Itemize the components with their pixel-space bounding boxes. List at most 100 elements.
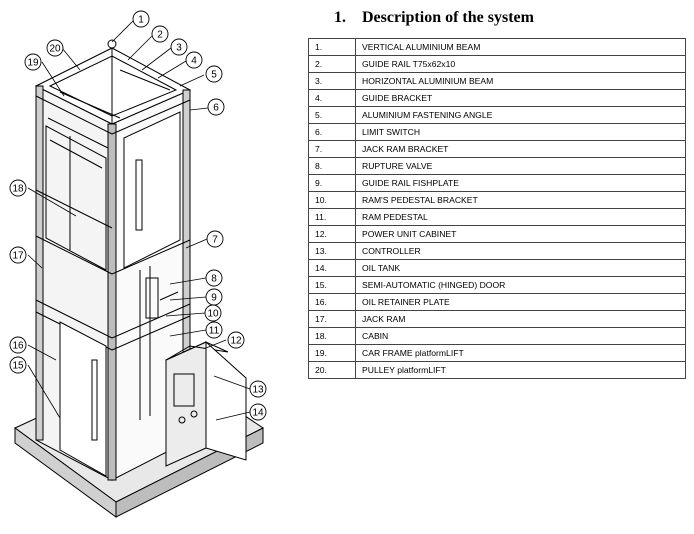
callout-circle	[132, 10, 150, 28]
table-row: 12.POWER UNIT CABINET	[308, 225, 686, 243]
callout-14: 14	[252, 408, 264, 419]
callout-17: 17	[12, 251, 24, 262]
callout-circle	[206, 230, 224, 248]
section-title: 1. Description of the system	[334, 9, 534, 27]
table-row: 6.LIMIT SWITCH	[308, 123, 686, 141]
part-number: 9.	[308, 174, 356, 192]
callout-8: 8	[211, 274, 217, 285]
callout-10: 10	[207, 309, 219, 320]
part-description: SEMI-AUTOMATIC (HINGED) DOOR	[355, 276, 686, 294]
callout-6: 6	[213, 103, 219, 114]
part-description: OIL RETAINER PLATE	[355, 293, 686, 311]
part-description: OIL TANK	[355, 259, 686, 277]
part-description: POWER UNIT CABINET	[355, 225, 686, 243]
callout-circle	[9, 246, 27, 264]
part-description: GUIDE RAIL T75x62x10	[355, 55, 686, 73]
callout-circle	[205, 321, 223, 339]
callout-circle	[249, 403, 267, 421]
callout-20: 20	[49, 44, 61, 55]
part-description: CAR FRAME platformLIFT	[355, 344, 686, 362]
callout-circle	[227, 331, 245, 349]
part-description: VERTICAL ALUMINIUM BEAM	[355, 38, 686, 56]
callout-2: 2	[157, 30, 163, 41]
callout-4: 4	[191, 56, 197, 67]
part-number: 8.	[308, 157, 356, 175]
table-row: 2.GUIDE RAIL T75x62x10	[308, 55, 686, 73]
callout-circle	[9, 356, 27, 374]
part-description: RUPTURE VALVE	[355, 157, 686, 175]
callout-circle	[9, 179, 27, 197]
part-number: 18.	[308, 327, 356, 345]
callout-circle	[185, 51, 203, 69]
part-description: GUIDE BRACKET	[355, 89, 686, 107]
callout-3: 3	[176, 43, 182, 54]
table-row: 8.RUPTURE VALVE	[308, 157, 686, 175]
part-description: JACK RAM BRACKET	[355, 140, 686, 158]
part-number: 11.	[308, 208, 356, 226]
section-number: 1.	[334, 9, 346, 26]
table-row: 3.HORIZONTAL ALUMINIUM BEAM	[308, 72, 686, 90]
callout-circle	[205, 269, 223, 287]
table-row: 16.OIL RETAINER PLATE	[308, 293, 686, 311]
part-description: HORIZONTAL ALUMINIUM BEAM	[355, 72, 686, 90]
callout-5: 5	[211, 70, 217, 81]
callout-circle	[24, 53, 42, 71]
table-row: 9.GUIDE RAIL FISHPLATE	[308, 174, 686, 192]
part-description: CONTROLLER	[355, 242, 686, 260]
callout-circle	[151, 25, 169, 43]
part-number: 5.	[308, 106, 356, 124]
table-row: 1.VERTICAL ALUMINIUM BEAM	[308, 38, 686, 56]
table-row: 18.CABIN	[308, 327, 686, 345]
part-number: 7.	[308, 140, 356, 158]
part-description: RAM'S PEDESTAL BRACKET	[355, 191, 686, 209]
part-description: GUIDE RAIL FISHPLATE	[355, 174, 686, 192]
part-description: LIMIT SWITCH	[355, 123, 686, 141]
part-description: JACK RAM	[355, 310, 686, 328]
part-number: 4.	[308, 89, 356, 107]
part-description: CABIN	[355, 327, 686, 345]
callout-13: 13	[252, 385, 264, 396]
table-row: 20.PULLEY platformLIFT	[308, 361, 686, 379]
callout-7: 7	[212, 235, 218, 246]
table-row: 13.CONTROLLER	[308, 242, 686, 260]
table-row: 17.JACK RAM	[308, 310, 686, 328]
callout-16: 16	[12, 341, 24, 352]
table-row: 15.SEMI-AUTOMATIC (HINGED) DOOR	[308, 276, 686, 294]
lift-isometric-drawing: 1 2 3 4 5 6 7 8 9 10 11 12 13 14 15 16 1…	[9, 10, 267, 518]
callout-12: 12	[230, 336, 242, 347]
callout-11: 11	[209, 326, 220, 337]
callout-circle	[46, 39, 64, 57]
table-row: 7.JACK RAM BRACKET	[308, 140, 686, 158]
callout-18: 18	[12, 184, 24, 195]
table-row: 14.OIL TANK	[308, 259, 686, 277]
part-number: 10.	[308, 191, 356, 209]
part-number: 3.	[308, 72, 356, 90]
part-number: 17.	[308, 310, 356, 328]
section-title-text: Description of the system	[362, 9, 534, 26]
callout-circle	[170, 38, 188, 56]
part-number: 13.	[308, 242, 356, 260]
callout-15: 15	[12, 361, 24, 372]
table-row: 11.RAM PEDESTAL	[308, 208, 686, 226]
callout-circle	[9, 336, 27, 354]
callout-9: 9	[211, 293, 217, 304]
part-number: 15.	[308, 276, 356, 294]
callout-circle	[207, 98, 225, 116]
part-number: 20.	[308, 361, 356, 379]
part-number: 16.	[308, 293, 356, 311]
part-number: 14.	[308, 259, 356, 277]
part-number: 6.	[308, 123, 356, 141]
table-row: 19.CAR FRAME platformLIFT	[308, 344, 686, 362]
part-number: 19.	[308, 344, 356, 362]
callout-circle	[205, 65, 223, 83]
part-description: PULLEY platformLIFT	[355, 361, 686, 379]
callout-1: 1	[138, 15, 144, 26]
part-number: 2.	[308, 55, 356, 73]
table-row: 5.ALUMINIUM FASTENING ANGLE	[308, 106, 686, 124]
callout-circle	[249, 380, 267, 398]
part-number: 1.	[308, 38, 356, 56]
table-row: 4.GUIDE BRACKET	[308, 89, 686, 107]
callout-19: 19	[27, 58, 39, 69]
callout-circle	[204, 304, 222, 322]
part-description: RAM PEDESTAL	[355, 208, 686, 226]
